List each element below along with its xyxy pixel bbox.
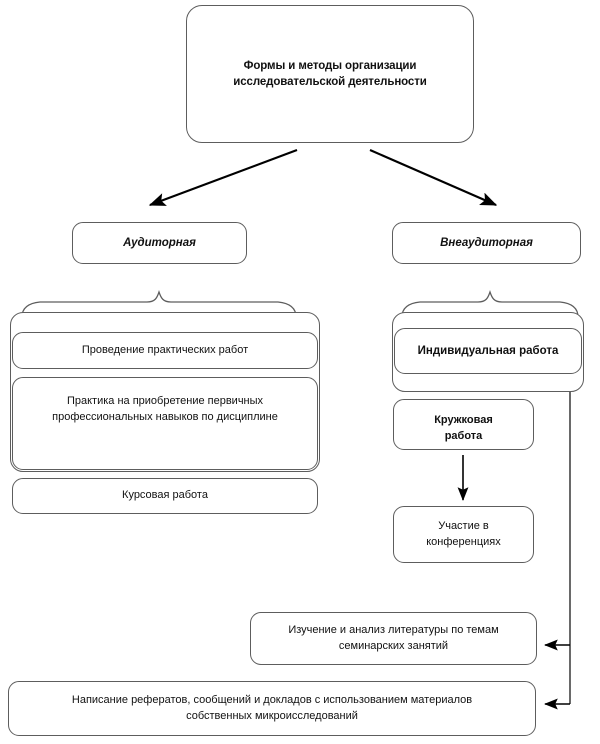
node-izuchenie-literatury-label: Изучение и анализ литературы по темам се… bbox=[251, 623, 536, 654]
arrow-root-to-vneauditornaya bbox=[369, 149, 498, 206]
node-root[interactable]: Формы и методы организации исследователь… bbox=[186, 5, 474, 143]
node-root-line1: Формы и методы организации bbox=[243, 59, 417, 72]
node-provedenie-prakticheskih-rabot[interactable]: Проведение практических работ bbox=[12, 332, 318, 369]
node-branch-auditornaya-label: Аудиторная bbox=[123, 236, 196, 249]
arrow-root-to-auditornaya bbox=[148, 149, 298, 206]
node-individualnaya-rabota[interactable]: Индивидуальная работа bbox=[394, 328, 582, 374]
node-uchastie-v-konferenciyah[interactable]: Участие в конференциях bbox=[393, 506, 534, 563]
node-praktika-line2: профессиональных навыков по дисциплине bbox=[52, 410, 278, 423]
node-kruzhkovaya-line1: Кружковая bbox=[434, 413, 493, 426]
node-kursovaya-rabota-label: Курсовая работа bbox=[122, 489, 208, 502]
node-root-label: Формы и методы организации исследователь… bbox=[187, 58, 473, 91]
node-napisanie-referatov[interactable]: Написание рефератов, сообщений и докладо… bbox=[8, 681, 536, 736]
node-kruzhkovaya-rabota-label: Кружковая работа bbox=[394, 413, 533, 444]
node-branch-vneauditornaya-label: Внеаудиторная bbox=[440, 236, 533, 249]
node-uchastie-v-konferenciyah-label: Участие в конференциях bbox=[394, 519, 533, 550]
node-izuchenie-literatury[interactable]: Изучение и анализ литературы по темам се… bbox=[250, 612, 537, 665]
node-branch-auditornaya[interactable]: Аудиторная bbox=[72, 222, 247, 264]
node-provedenie-prakticheskih-rabot-label: Проведение практических работ bbox=[81, 343, 249, 356]
node-praktika-pervichnyh-navykov-label: Практика на приобретение первичных профе… bbox=[13, 394, 317, 425]
node-napisanie-line1: Написание рефератов, сообщений и докладо… bbox=[71, 693, 473, 706]
node-praktika-pervichnyh-navykov[interactable]: Практика на приобретение первичных профе… bbox=[12, 377, 318, 470]
node-uchastie-line2: конференциях bbox=[426, 535, 501, 548]
node-napisanie-line2: собственных микроисследований bbox=[186, 709, 358, 722]
node-kruzhkovaya-rabota[interactable]: Кружковая работа bbox=[393, 399, 534, 450]
node-individualnaya-rabota-label: Индивидуальная работа bbox=[417, 344, 559, 357]
node-uchastie-line1: Участие в bbox=[438, 519, 489, 532]
node-izuchenie-line2: семинарских занятий bbox=[338, 639, 449, 652]
node-kruzhkovaya-line2: работа bbox=[444, 429, 483, 442]
node-branch-vneauditornaya[interactable]: Внеаудиторная bbox=[392, 222, 581, 264]
node-praktika-line1: Практика на приобретение первичных bbox=[66, 394, 264, 407]
node-izuchenie-line1: Изучение и анализ литературы по темам bbox=[288, 623, 499, 636]
node-kursovaya-rabota[interactable]: Курсовая работа bbox=[12, 478, 318, 514]
node-root-line2: исследовательской деятельности bbox=[233, 76, 427, 88]
node-napisanie-referatov-label: Написание рефератов, сообщений и докладо… bbox=[9, 693, 535, 724]
